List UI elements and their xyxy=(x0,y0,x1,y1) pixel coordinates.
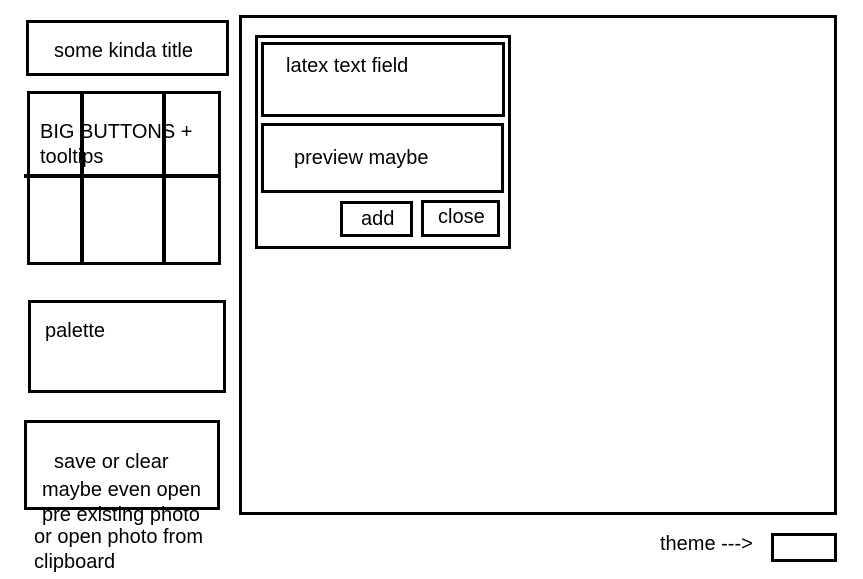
grid-divider xyxy=(24,174,221,178)
latex-field-label: latex text field xyxy=(286,55,409,77)
grid-divider xyxy=(80,91,84,265)
add-button-label: add xyxy=(361,208,395,230)
save-clear-text-line: maybe even open xyxy=(42,479,202,501)
save-clear-text-line: save or clear xyxy=(54,451,169,473)
color-palette[interactable]: palette xyxy=(28,300,226,393)
latex-text-field[interactable]: latex text field xyxy=(261,42,505,117)
save-clear-panel[interactable] xyxy=(24,420,220,510)
preview-label: preview maybe xyxy=(294,147,429,169)
grid-divider xyxy=(162,91,166,265)
add-button[interactable]: add xyxy=(340,201,413,237)
tool-button-grid xyxy=(27,91,221,265)
tool-buttons-caption[interactable]: BIG BUTTONS + tooltips xyxy=(40,121,193,168)
palette-label: palette xyxy=(45,320,106,342)
close-button[interactable]: close xyxy=(421,200,500,237)
save-clear-text-line: clipboard xyxy=(34,551,116,573)
app-title: some kinda title xyxy=(54,40,193,62)
app-title-box: some kinda title xyxy=(26,20,229,76)
theme-toggle[interactable] xyxy=(771,533,837,562)
save-clear-text-line: pre existing photo xyxy=(42,504,200,526)
latex-preview: preview maybe xyxy=(261,123,504,193)
save-clear-text-line: or open photo from xyxy=(34,526,203,548)
theme-label: theme ---> xyxy=(660,533,753,555)
close-button-label: close xyxy=(438,206,485,228)
